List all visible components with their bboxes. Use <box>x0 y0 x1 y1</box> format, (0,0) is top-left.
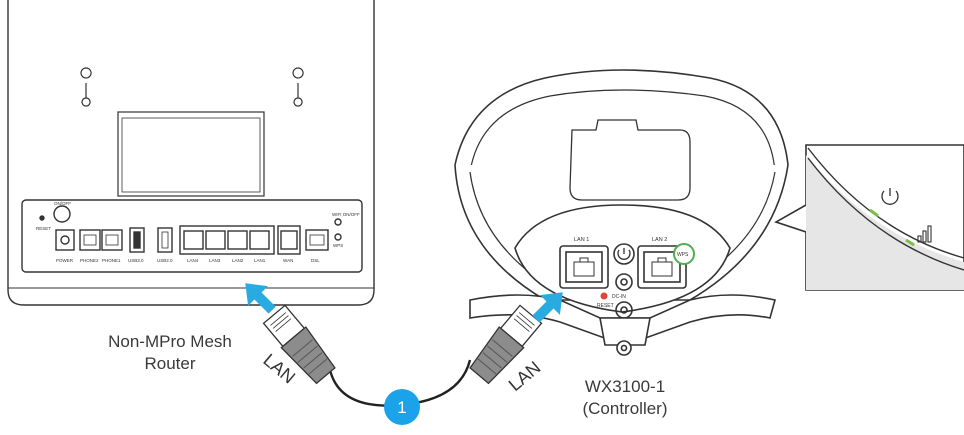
dsl-port-label: DSL <box>311 258 320 263</box>
lan1-label: LAN 1 <box>574 237 589 243</box>
right-lan-connector <box>469 304 543 385</box>
phone1-port-label: PHONE1 <box>102 258 121 263</box>
lan2-label: LAN 2 <box>652 237 667 243</box>
lan4-port-label: LAN4 <box>187 258 199 263</box>
left-caption-line2: Router <box>144 354 196 373</box>
usb3-port-label: USB3.0 <box>128 258 144 263</box>
wifi-onoff-label: WIFI ON/OFF <box>332 212 360 217</box>
step-badge: 1 <box>384 389 420 425</box>
power-led-icon <box>881 188 899 205</box>
right-caption-line1: WX3100-1 <box>584 377 666 396</box>
left-lan-connector <box>262 304 336 385</box>
lan3-port-label: LAN3 <box>209 258 221 263</box>
wps-side-label: WPS <box>333 243 343 248</box>
right-cable-label: LAN <box>505 357 545 395</box>
reset-label: RESET <box>597 303 614 309</box>
dc-in-label: DC-IN <box>612 294 626 300</box>
lan2-port-label: LAN2 <box>232 258 244 263</box>
right-caption-line2: (Controller) <box>582 399 668 418</box>
step-number: 1 <box>397 398 406 417</box>
right-router-labels: LAN 1 LAN 2 WPS DC-IN RESET <box>574 237 689 309</box>
left-caption-line1: Non-MPro Mesh <box>108 332 232 351</box>
left-router <box>7 0 375 306</box>
wps-button <box>673 243 695 265</box>
wan-port-label: WAN <box>283 258 293 263</box>
wps-label: WPS <box>677 252 689 258</box>
mount-hole-left-icon <box>80 67 92 107</box>
right-arrow-icon <box>532 292 563 323</box>
reset-label: RESET <box>36 226 51 231</box>
power-port-label: POWER <box>56 258 74 263</box>
power-icon <box>617 248 631 260</box>
onoff-label: ON/OFF <box>54 201 71 206</box>
mount-hole-right-icon <box>292 67 304 107</box>
reset-dot-icon <box>600 292 608 300</box>
right-router-caption: WX3100-1 (Controller) <box>560 376 690 420</box>
phone2-port-label: PHONE2 <box>80 258 99 263</box>
right-router <box>454 69 789 356</box>
signal-led-icon <box>917 225 932 243</box>
led-zoom-callout <box>774 144 964 291</box>
left-router-labels: RESET ON/OFF POWER PHONE2 PHONE1 USB3.0 … <box>36 201 360 263</box>
left-router-caption: Non-MPro Mesh Router <box>90 331 250 375</box>
lan1-port-label: LAN1 <box>254 258 266 263</box>
left-arrow-icon <box>245 283 276 314</box>
usb2-port-label: USB2.0 <box>157 258 173 263</box>
